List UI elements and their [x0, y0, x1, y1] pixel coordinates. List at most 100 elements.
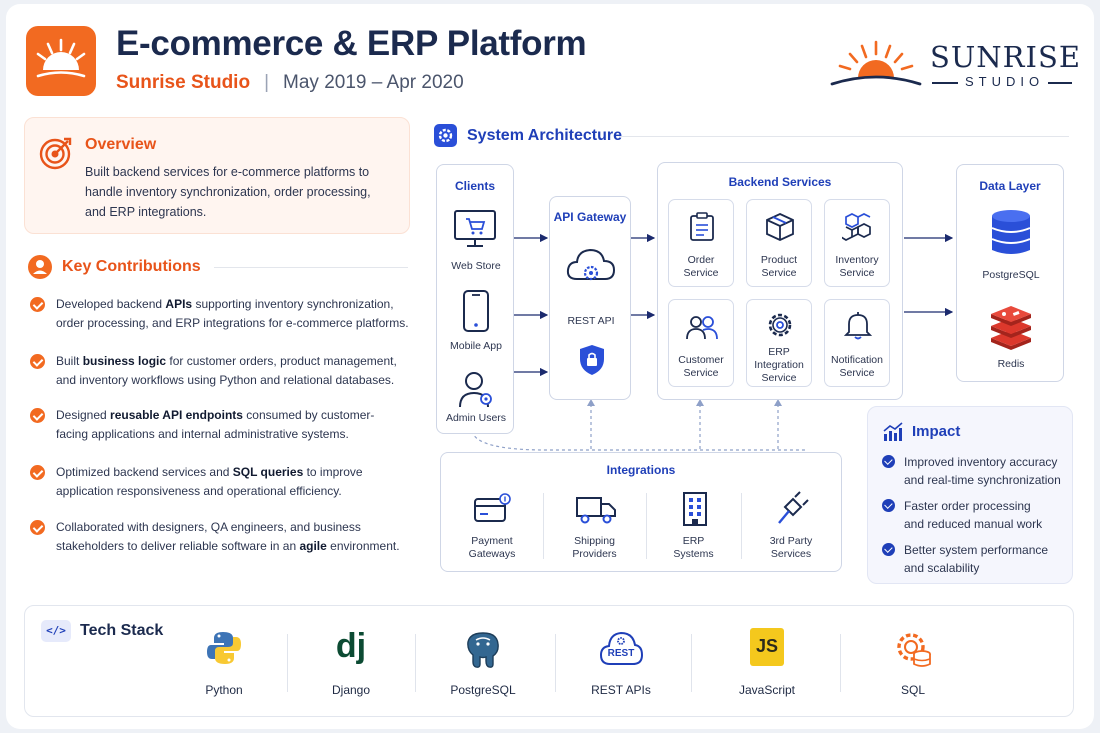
- javascript-icon: JS: [750, 628, 784, 666]
- divider: [214, 267, 408, 268]
- architecture-header: System Architecture: [434, 124, 1074, 148]
- tech-label: Django: [331, 683, 371, 697]
- contribution-item: Collaborated with designers, QA engineer…: [30, 518, 410, 558]
- contribution-text: Developed backend APIs supporting invent…: [56, 297, 409, 330]
- brand-line-left: [932, 82, 958, 84]
- diagram-connectors: [471, 233, 954, 451]
- api-gateway-title: API Gateway: [553, 210, 627, 224]
- user-icon: [28, 255, 52, 279]
- data-layer-box: Data Layer PostgreSQL Redis: [956, 164, 1064, 382]
- contribution-item: Developed backend APIs supporting invent…: [30, 295, 410, 335]
- divider: [415, 634, 416, 692]
- separator: |: [264, 72, 270, 93]
- check-icon: [30, 520, 45, 535]
- tech-item-python: Python: [169, 626, 279, 706]
- sunrise-logo: [26, 26, 96, 96]
- postgresql-icon: [467, 632, 499, 668]
- tech-stack-title: Tech Stack: [80, 622, 164, 639]
- django-icon: dj: [335, 627, 367, 665]
- tech-item-javascript: JS JavaScript: [712, 626, 822, 706]
- contribution-text: Built business logic for customer orders…: [56, 354, 397, 387]
- bell-icon: [844, 312, 872, 340]
- contribution-item: Designed reusable API endpoints consumed…: [30, 406, 410, 446]
- check-icon: [30, 354, 45, 369]
- overview-line: handle inventory synchronization, order …: [85, 185, 371, 199]
- contribution-text: Collaborated with designers, QA engineer…: [56, 520, 400, 553]
- tech-label: JavaScript: [738, 683, 796, 697]
- tech-item-rest-apis: REST REST APIs: [566, 626, 676, 706]
- integrations-title: Integrations: [606, 463, 676, 477]
- check-icon: [30, 297, 45, 312]
- divider: [840, 634, 841, 692]
- data-label: Redis: [997, 358, 1025, 370]
- page-title: E-commerce & ERP Platform: [116, 24, 587, 63]
- code-icon: </>: [41, 620, 71, 642]
- plug-icon: [778, 491, 809, 524]
- redis-icon: [991, 306, 1031, 350]
- divider: [555, 634, 556, 692]
- rest-api-icon: [599, 631, 644, 665]
- data-layer-title: Data Layer: [979, 179, 1041, 193]
- studio-name: Sunrise Studio: [116, 72, 251, 93]
- brand-sub: STUDIO: [965, 74, 1045, 89]
- brand-logo: SUNRISE STUDIO: [828, 34, 1080, 94]
- divider: [543, 493, 544, 559]
- divider: [619, 136, 1069, 137]
- page: E-commerce & ERP Platform Sunrise Studio…: [6, 4, 1094, 729]
- divider: [691, 634, 692, 692]
- monitor-cart-icon: [454, 210, 496, 247]
- divider: [287, 634, 288, 692]
- tech-item-django: dj Django: [296, 626, 406, 706]
- check-icon: [30, 465, 45, 480]
- backend-title: Backend Services: [728, 175, 832, 189]
- tech-item-sql: SQL: [858, 626, 968, 706]
- contribution-text: Designed reusable API endpoints consumed…: [56, 408, 375, 441]
- overview-line: and ERP integrations.: [85, 205, 207, 219]
- overview-text: Built backend services for e-commerce pl…: [85, 162, 395, 222]
- contribution-item: Optimized backend services and SQL queri…: [30, 463, 410, 503]
- contribution-item: Built business logic for customer orders…: [30, 352, 410, 392]
- data-label: PostgreSQL: [982, 269, 1040, 281]
- contributions-header: Key Contributions: [24, 254, 410, 280]
- mobile-phone-icon: [463, 290, 489, 332]
- admin-user-icon: [459, 372, 492, 408]
- divider: [741, 493, 742, 559]
- tech-label: PostgreSQL: [450, 683, 516, 697]
- clients-title: Clients: [454, 179, 495, 193]
- target-icon: [39, 137, 72, 170]
- sql-gear-icon: [897, 633, 931, 667]
- database-icon: [991, 210, 1031, 254]
- shield-lock-icon: [580, 345, 604, 375]
- check-icon: [30, 408, 45, 423]
- gear-icon: [434, 124, 457, 147]
- subtitle: Sunrise Studio | May 2019 – Apr 2020: [116, 72, 464, 94]
- api-gateway-box: API Gateway REST API: [549, 196, 631, 400]
- stacked-boxes-icon: [842, 213, 871, 241]
- date-range: May 2019 – Apr 2020: [283, 72, 464, 93]
- client-label: Admin Users: [445, 412, 507, 424]
- cloud-gear-icon: [566, 248, 616, 281]
- rest-mark: REST: [607, 648, 635, 659]
- client-label: Mobile App: [450, 340, 502, 352]
- divider: [646, 493, 647, 559]
- gateway-label: REST API: [567, 315, 615, 327]
- js-mark: JS: [755, 636, 779, 656]
- settings-gear-icon: [768, 313, 792, 337]
- brand-line-right: [1048, 82, 1072, 84]
- tech-label: SQL: [900, 683, 925, 697]
- users-icon: [686, 316, 718, 340]
- check-icon: [882, 499, 895, 512]
